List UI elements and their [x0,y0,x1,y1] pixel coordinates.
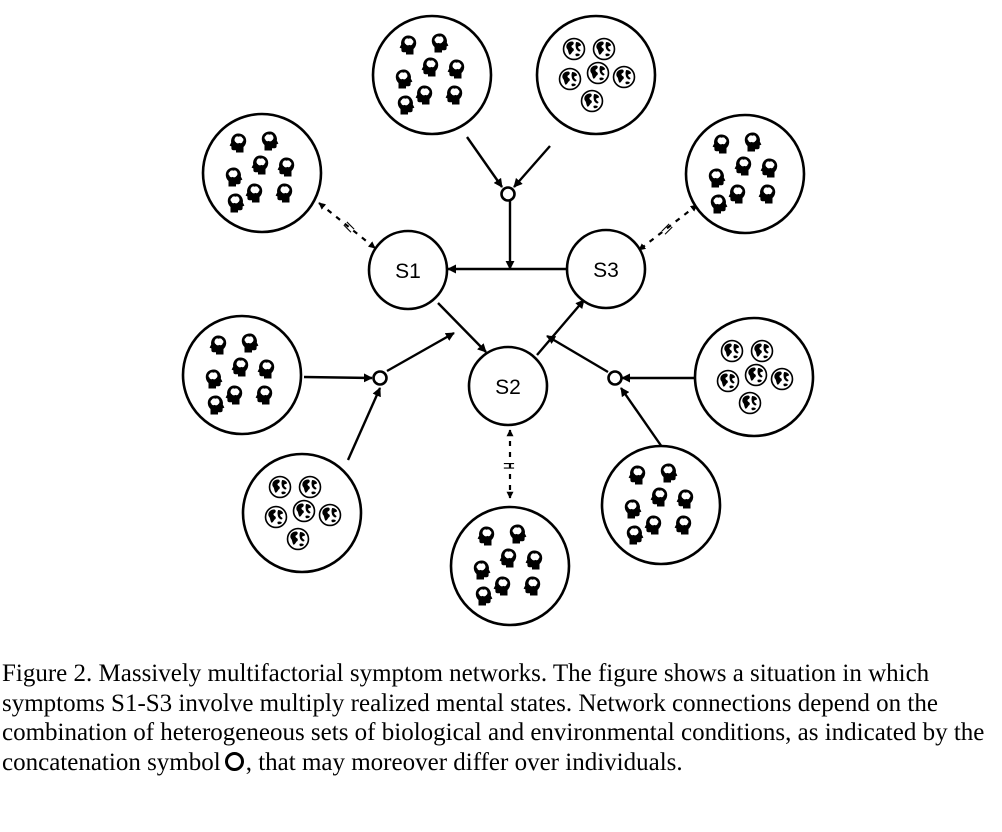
globe-icon [268,475,292,499]
equivalence-label: = [654,216,680,242]
equivalence-label: = [336,214,362,240]
globe-icon [562,37,586,61]
edge-right-junction-to-s2 [546,334,609,374]
caption-text: Figure 2. Massively multifactorial sympt… [2,660,985,776]
cluster-mid-right-globes [693,316,815,438]
concatenation-junction-top [500,186,516,202]
network-edges [303,136,694,461]
globe-icon [612,65,636,89]
globe-icon [750,339,774,363]
concatenation-junction-left [372,370,388,386]
symptom-node-label: S3 [593,259,619,282]
caption-text-tail: , that may moreover differ over individu… [245,748,683,776]
globe-icon [264,505,288,529]
concatenation-symbol-icon [224,751,244,771]
edge-s1-to-s2 [437,302,487,353]
cluster-lower-right-heads [600,444,722,566]
globe-icon [558,67,582,91]
globe-icon [592,37,616,61]
symptom-node-s3: S3 [565,228,647,310]
network-diagram: = = = S1 S3 S2 [181,14,815,627]
globe-icon [318,503,342,527]
realizer-clusters [181,14,815,627]
globe-icon [720,339,744,363]
symptom-node-circle [367,229,449,311]
symptom-node-label: S1 [395,260,421,283]
cluster-top-right-globes [535,14,657,136]
symptom-node-label: S2 [495,376,521,399]
cluster-top-left-heads [371,14,493,136]
edge-top-right-cluster-to-junction [513,145,551,188]
globe-icon [286,527,310,551]
globe-icon [586,61,610,85]
cluster-upper-left-heads [201,112,323,234]
symptom-node-circle [565,228,647,310]
globe-icon [738,391,762,415]
symptom-node-circle [467,345,549,427]
edge-top-left-cluster-to-junction [466,136,503,188]
cluster-mid-left-heads [181,314,303,436]
edge-right-heads-to-junction [620,387,663,448]
globe-icon [744,363,768,387]
cluster-bottom-heads [449,505,571,627]
concatenation-junction-right [607,370,623,386]
equivalence-links [318,202,698,499]
symptom-node-s1: S1 [367,229,449,311]
edge-left-globes-to-junction [346,387,382,461]
figure-caption: Figure 2. Massively multifactorial sympt… [2,659,1000,777]
globe-icon [298,475,322,499]
globe-icon [716,369,740,393]
globe-icon [292,499,316,523]
concatenation-junctions [372,186,623,386]
cluster-upper-right-heads [684,113,806,235]
edge-left-junction-to-s1 [386,331,455,373]
globe-icon [770,367,794,391]
cluster-lower-left-globes [241,452,363,574]
globe-icon [580,89,604,113]
equivalence-link-s3 [638,204,698,251]
symptom-node-s2: S2 [467,345,549,427]
equivalence-label: = [503,453,515,478]
edge-s2-to-s3 [536,299,585,356]
edge-left-heads-to-junction [303,373,373,383]
equivalence-link-s1 [318,202,376,249]
